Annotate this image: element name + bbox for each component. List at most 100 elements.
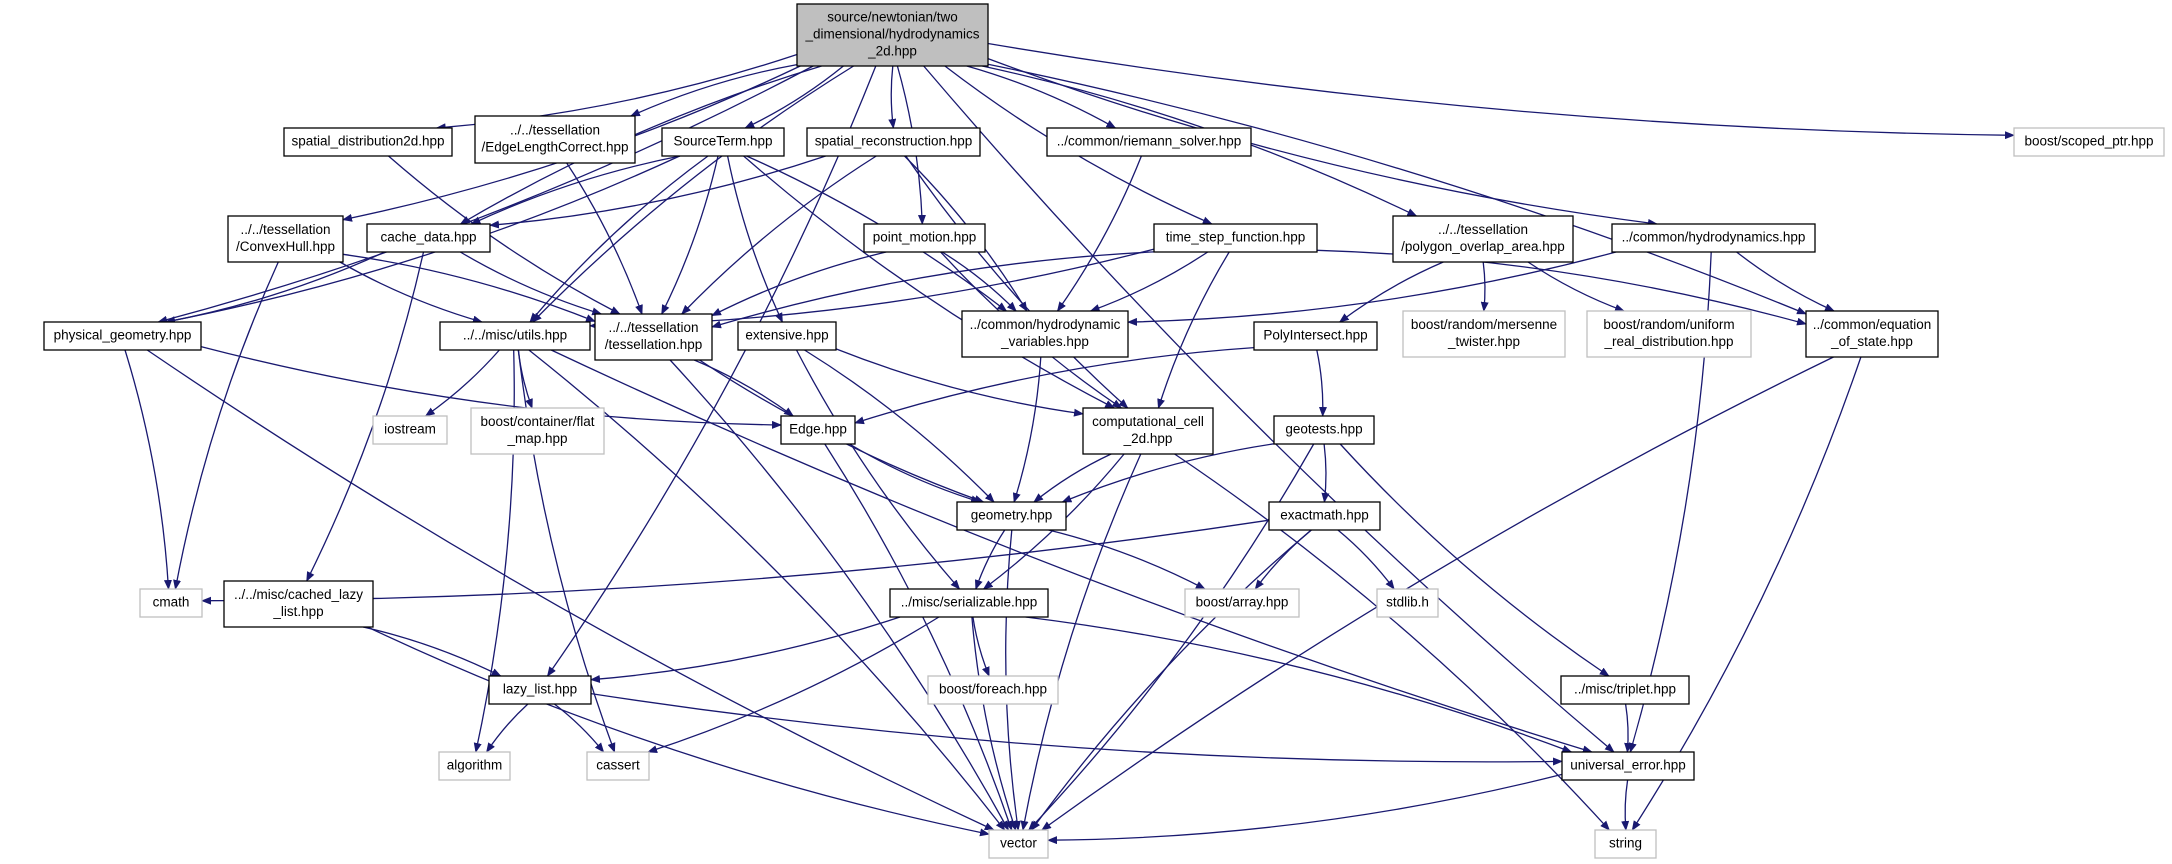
node-box	[439, 321, 591, 351]
node-spatial_distribution2d[interactable]: spatial_distribution2d.hpp	[283, 127, 453, 157]
node-label-line: ../misc/triplet.hpp	[1574, 682, 1676, 697]
edge-extensive-to-computational_cell	[835, 348, 1084, 417]
edge-misc_utils-to-cassert	[517, 349, 616, 753]
node-label-line: lazy_list.hpp	[503, 682, 577, 697]
edge-root-to-edgelengthcorrect	[629, 63, 798, 117]
edge-triplet-to-universal_error	[1624, 703, 1633, 753]
node-label-line: extensive.hpp	[745, 328, 828, 343]
node-string: string	[1594, 829, 1657, 859]
node-riemann_solver[interactable]: ../common/riemann_solver.hpp	[1046, 127, 1252, 157]
edge-root-to-scoped_ptr	[987, 42, 2015, 140]
node-polyintersect[interactable]: PolyIntersect.hpp	[1253, 321, 1378, 351]
node-edgelengthcorrect[interactable]: ../../tessellation/EdgeLengthCorrect.hpp	[474, 115, 636, 164]
node-tessellation[interactable]: ../../tessellation/tessellation.hpp	[594, 313, 713, 361]
node-box	[227, 215, 344, 263]
node-iostream: iostream	[372, 415, 448, 445]
node-box	[780, 415, 856, 445]
edge-time_step_function-to-equation_of_state	[1316, 249, 1807, 326]
edge-common_hydrodynamics-to-equation_of_state	[1736, 251, 1835, 312]
edge-universal_error-to-vector	[1047, 773, 1563, 845]
node-universal_error[interactable]: universal_error.hpp	[1561, 751, 1695, 781]
node-box	[961, 310, 1129, 358]
node-point_motion[interactable]: point_motion.hpp	[863, 223, 986, 253]
node-box	[283, 127, 453, 157]
edge-polygon_overlap_area-to-polyintersect	[1338, 261, 1444, 323]
edge-cached_lazy_list-to-lazy_list	[362, 626, 502, 677]
node-label-line: PolyIntersect.hpp	[1263, 328, 1367, 343]
edge-tessellation-to-vector	[669, 359, 1009, 831]
node-scoped_ptr: boost/scoped_ptr.hpp	[2013, 127, 2165, 157]
node-box	[956, 501, 1067, 531]
node-physical_geometry[interactable]: physical_geometry.hpp	[43, 321, 202, 351]
edge-time_step_function-to-computational_cell	[1157, 251, 1230, 409]
node-common_hydrodynamics[interactable]: ../common/hydrodynamics.hpp	[1611, 223, 1816, 253]
edge-spatial_reconstruction-to-tessellation	[681, 155, 877, 315]
node-box	[366, 223, 491, 253]
node-label-line: boost/random/uniform	[1603, 317, 1734, 332]
node-extensive[interactable]: extensive.hpp	[737, 321, 837, 351]
node-edge[interactable]: Edge.hpp	[780, 415, 856, 445]
node-cached_lazy_list[interactable]: ../../misc/cached_lazy _list.hpp	[223, 580, 374, 628]
node-label-line: /ConvexHull.hpp	[236, 239, 335, 254]
node-box	[1805, 310, 1939, 358]
node-geometry[interactable]: geometry.hpp	[956, 501, 1067, 531]
node-triplet[interactable]: ../misc/triplet.hpp	[1560, 675, 1690, 705]
edge-edgelengthcorrect-to-tessellation	[566, 162, 643, 315]
node-time_step_function[interactable]: time_step_function.hpp	[1153, 223, 1318, 253]
node-sourceterm[interactable]: SourceTerm.hpp	[661, 127, 785, 157]
node-convexhull[interactable]: ../../tessellation/ConvexHull.hpp	[227, 215, 344, 263]
node-box	[139, 588, 203, 618]
node-label-line: stdlib.h	[1386, 595, 1429, 610]
node-mersenne_twister: boost/random/mersenne_twister.hpp	[1402, 310, 1566, 358]
node-label-line: vector	[1000, 836, 1037, 851]
node-label-line: point_motion.hpp	[873, 230, 977, 245]
node-box	[889, 588, 1049, 618]
node-computational_cell[interactable]: computational_cell_2d.hpp	[1082, 407, 1214, 455]
node-label-line: ../../misc/cached_lazy	[234, 587, 363, 602]
node-lazy_list[interactable]: lazy_list.hpp	[488, 675, 592, 705]
edge-computational_cell-to-vector	[1020, 453, 1142, 831]
node-box	[988, 829, 1049, 859]
edge-root-to-lazy_list	[546, 65, 877, 677]
node-label-line: ../../tessellation	[1438, 222, 1528, 237]
node-geotests[interactable]: geotests.hpp	[1273, 415, 1375, 445]
edge-sourceterm-to-tessellation	[661, 155, 719, 315]
node-misc_utils[interactable]: ../../misc/utils.hpp	[439, 321, 591, 351]
edge-convexhull-to-tessellation	[342, 253, 596, 323]
node-label-line: ../../misc/utils.hpp	[463, 328, 567, 343]
edge-point_motion-to-tessellation	[711, 251, 887, 317]
node-label-line: _map.hpp	[506, 431, 567, 446]
edge-cached_lazy_list-to-vector	[367, 626, 990, 837]
node-label-line: _dimensional/hydrodynamics	[804, 27, 979, 42]
edge-misc_utils-to-iostream	[424, 349, 500, 417]
node-label-line: _list.hpp	[272, 604, 323, 619]
edge-computational_cell-to-string	[1174, 453, 1610, 831]
node-box	[1253, 321, 1378, 351]
node-cache_data[interactable]: cache_data.hpp	[366, 223, 491, 253]
node-boost_array: boost/array.hpp	[1184, 588, 1300, 618]
node-root[interactable]: source/newtonian/two_dimensional/hydrody…	[796, 3, 989, 67]
node-box	[2013, 127, 2165, 157]
node-box	[1594, 829, 1657, 859]
node-label-line: _2d.hpp	[867, 44, 917, 59]
edge-common_hydrodynamics-to-hydrodynamic_variables	[1127, 251, 1617, 326]
node-serializable[interactable]: ../misc/serializable.hpp	[889, 588, 1049, 618]
edge-physical_geometry-to-cmath	[124, 349, 172, 590]
edge-sourceterm-to-physical_geometry	[164, 155, 680, 325]
node-box	[1586, 310, 1752, 358]
node-label-line: geometry.hpp	[971, 508, 1053, 523]
node-equation_of_state[interactable]: ../common/equation_of_state.hpp	[1805, 310, 1939, 358]
edge-lazy_list-to-algorithm	[486, 703, 529, 753]
edge-serializable-to-universal_error	[1025, 616, 1573, 753]
node-label-line: cassert	[596, 758, 640, 773]
node-uniform_real_distribution: boost/random/uniform_real_distribution.h…	[1586, 310, 1752, 358]
edge-time_step_function-to-tessellation	[711, 251, 1155, 329]
node-polygon_overlap_area[interactable]: ../../tessellation/polygon_overlap_area.…	[1392, 215, 1574, 263]
node-hydrodynamic_variables[interactable]: ../common/hydrodynamic_variables.hpp	[961, 310, 1129, 358]
node-box	[1046, 127, 1252, 157]
node-exactmath[interactable]: exactmath.hpp	[1268, 501, 1381, 531]
node-spatial_reconstruction[interactable]: spatial_reconstruction.hpp	[806, 127, 981, 157]
node-cassert: cassert	[586, 751, 650, 781]
edge-riemann_solver-to-hydrodynamic_variables	[1056, 155, 1143, 312]
